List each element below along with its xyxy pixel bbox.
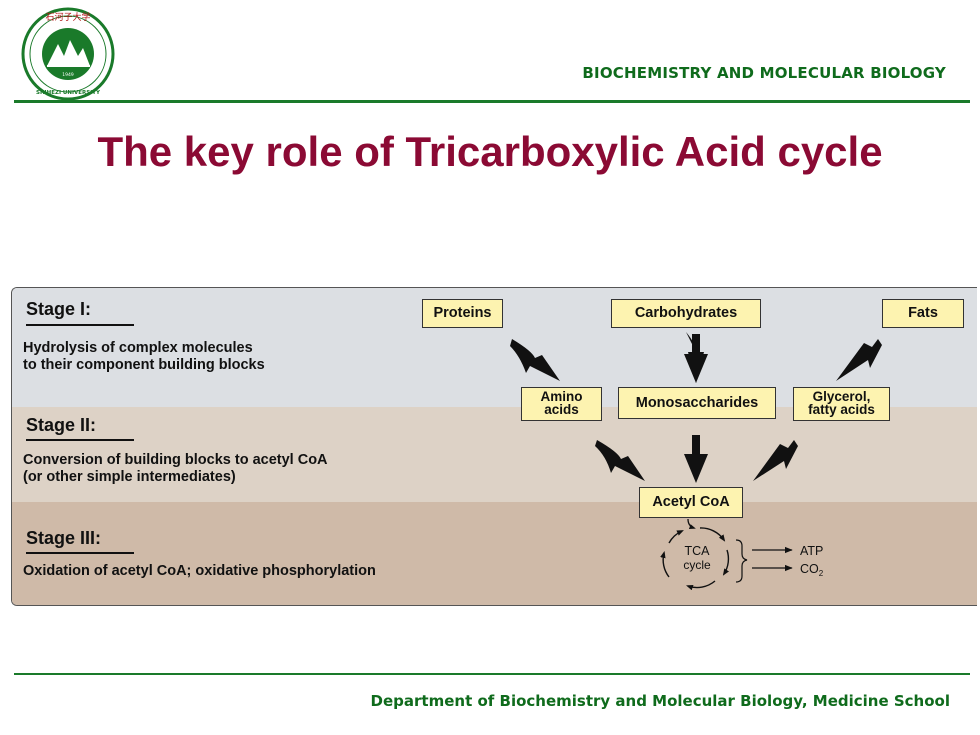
stage-2-description: Conversion of building blocks to acetyl …	[23, 452, 328, 485]
logo-year: 1949	[62, 72, 74, 78]
amino-acids-box: Amino acids	[521, 387, 602, 421]
stage-2-heading: Stage II:	[26, 415, 97, 435]
atp-label: ATP	[800, 544, 823, 558]
arrow-amino-acids-to-acetyl-coa	[595, 440, 645, 481]
stage-2-band	[12, 407, 977, 502]
stage-1-description: Hydrolysis of complex molecules to their…	[23, 340, 265, 373]
co2-label: CO2	[800, 562, 824, 578]
footer-department: Department of Biochemistry and Molecular…	[370, 692, 950, 710]
flow-arrows: TCA cycle ATP CO2	[510, 332, 882, 591]
glycerol-fatty-acids-box: Glycerol, fatty acids	[793, 387, 890, 421]
stage-1-heading: Stage I:	[26, 299, 92, 319]
university-logo: 石河子大学 SHIHEZI UNIVERSITY 1949	[21, 7, 115, 101]
tca-label-line-2: cycle	[683, 558, 711, 572]
stage-3-heading: Stage III:	[26, 528, 102, 548]
header-divider	[14, 100, 970, 103]
amino-acids-line-1: Amino	[540, 389, 583, 404]
tca-cycle-arrows	[660, 527, 730, 591]
stage-1-underline	[26, 324, 134, 326]
proteins-box: Proteins	[422, 299, 503, 328]
logo-ring-text: SHIHEZI UNIVERSITY	[36, 90, 101, 96]
stage-3-description: Oxidation of acetyl CoA; oxidative phosp…	[23, 563, 376, 579]
arrow-proteins-to-amino-acids	[510, 339, 560, 381]
carbohydrates-box: Carbohydrates	[611, 299, 761, 328]
arrow-fats-to-glycerol	[836, 339, 882, 381]
department-header: BIOCHEMISTRY AND MOLECULAR BIOLOGY	[582, 64, 946, 82]
products-brace	[735, 539, 748, 583]
arrow-carbohydrates-to-monosaccharides	[684, 332, 708, 383]
metabolism-stages-figure: Stage I: Hydrolysis of complex molecules…	[11, 287, 977, 606]
stage-3-band	[12, 502, 977, 605]
arrow-monosaccharides-to-acetyl-coa	[684, 435, 708, 483]
footer-divider	[14, 673, 970, 675]
stage-3-underline	[26, 552, 134, 554]
glycerol-line-1: Glycerol,	[812, 389, 871, 404]
tca-label-line-1: TCA	[685, 544, 711, 558]
stage-2-underline	[26, 439, 134, 441]
monosaccharides-box: Monosaccharides	[618, 387, 776, 419]
logo-chinese-text: 石河子大学	[45, 11, 90, 23]
arrow-glycerol-to-acetyl-coa	[753, 440, 798, 481]
amino-acids-line-2: acids	[544, 402, 579, 417]
fats-box: Fats	[882, 299, 964, 328]
glycerol-line-2: fatty acids	[808, 402, 875, 417]
arrow-acetyl-coa-to-tca	[687, 518, 696, 530]
acetyl-coa-box: Acetyl CoA	[639, 487, 743, 518]
slide-title: The key role of Tricarboxylic Acid cycle	[97, 128, 883, 175]
